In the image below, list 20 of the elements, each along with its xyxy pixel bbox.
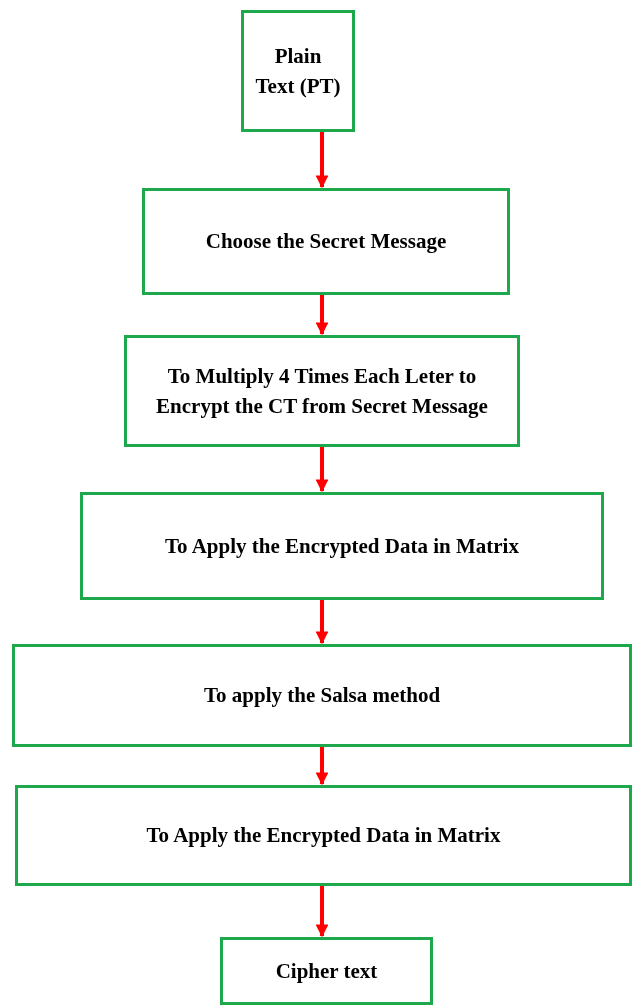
step-text: To Multiply 4 Times Each Leter to Encrypt the CT from Secret Message: [155, 362, 489, 420]
step-text: To Apply the Encrypted Data in Matrix: [165, 532, 519, 560]
arrow: [315, 447, 329, 493]
arrow: [315, 600, 329, 645]
process-box: [12, 644, 632, 747]
process-box: [220, 937, 433, 1005]
arrow: [315, 132, 329, 189]
process-box: [142, 188, 510, 295]
step-text: Cipher text: [275, 957, 378, 985]
arrow: [315, 747, 329, 786]
process-box: [124, 335, 520, 447]
process-box: [15, 785, 632, 886]
process-box: [241, 10, 355, 132]
step-text: Plain Text (PT): [254, 42, 342, 100]
step-text: To Apply the Encrypted Data in Matrix: [146, 822, 501, 850]
step-text: To apply the Salsa method: [203, 682, 441, 710]
arrow: [315, 886, 329, 938]
step-text: Choose the Secret Message: [205, 228, 447, 256]
arrow: [315, 295, 329, 336]
process-box: [80, 492, 604, 600]
